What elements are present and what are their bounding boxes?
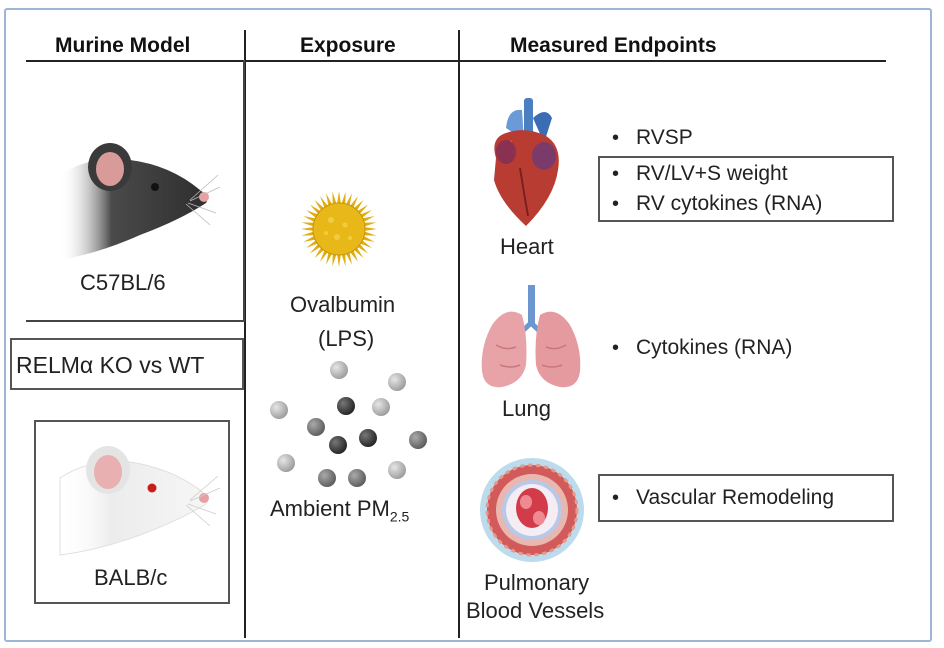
black-mouse-icon: [60, 143, 221, 260]
endpoint-rv-cytokines: RV cytokines (RNA): [612, 192, 822, 216]
particulate-matter-icon: [270, 361, 427, 487]
exposure-ovalbumin: Ovalbumin: [290, 292, 396, 317]
header-measured-endpoints: Measured Endpoints: [510, 34, 717, 57]
vessels-endpoints-box: [598, 474, 894, 522]
c57-panel: [26, 60, 245, 322]
header-rule: [26, 60, 886, 62]
lung-icon: [481, 285, 581, 388]
pm-subscript: 2.5: [389, 508, 410, 525]
header-exposure: Exposure: [300, 34, 396, 57]
endpoint-rvsp: RVSP: [612, 126, 693, 150]
header-murine-model: Murine Model: [55, 34, 191, 57]
heart-icon: [494, 98, 559, 226]
endpoint-lung-cytokines: Cytokines (RNA): [612, 336, 792, 360]
organ-lung: Lung: [502, 396, 551, 421]
heart-endpoints-box: [598, 156, 894, 222]
figure-frame: [4, 8, 932, 642]
blood-vessel-icon: [480, 458, 584, 562]
exposure-lps: (LPS): [318, 326, 375, 351]
ovalbumin-pollen-icon: [301, 191, 377, 267]
endpoint-vascular-remodeling: Vascular Remodeling: [612, 486, 834, 510]
white-mouse-icon: [59, 446, 221, 556]
organ-heart: Heart: [500, 234, 554, 259]
pm-main-text: Ambient PM: [270, 496, 390, 521]
comparison-label: RELMα KO vs WT: [16, 352, 205, 378]
comparison-box: [10, 338, 244, 390]
exposure-pm25: Ambient PM2.5: [270, 496, 409, 524]
organ-vessels-line2: Blood Vessels: [466, 598, 605, 623]
strain-balbc: BALB/c: [94, 565, 168, 590]
organ-vessels-line1: Pulmonary: [484, 570, 590, 595]
strain-c57: C57BL/6: [80, 270, 166, 295]
column-divider-1: [244, 30, 246, 638]
column-divider-2: [458, 30, 460, 638]
balbc-box: [34, 420, 230, 604]
endpoint-rv-lv-weight: RV/LV+S weight: [612, 162, 788, 186]
